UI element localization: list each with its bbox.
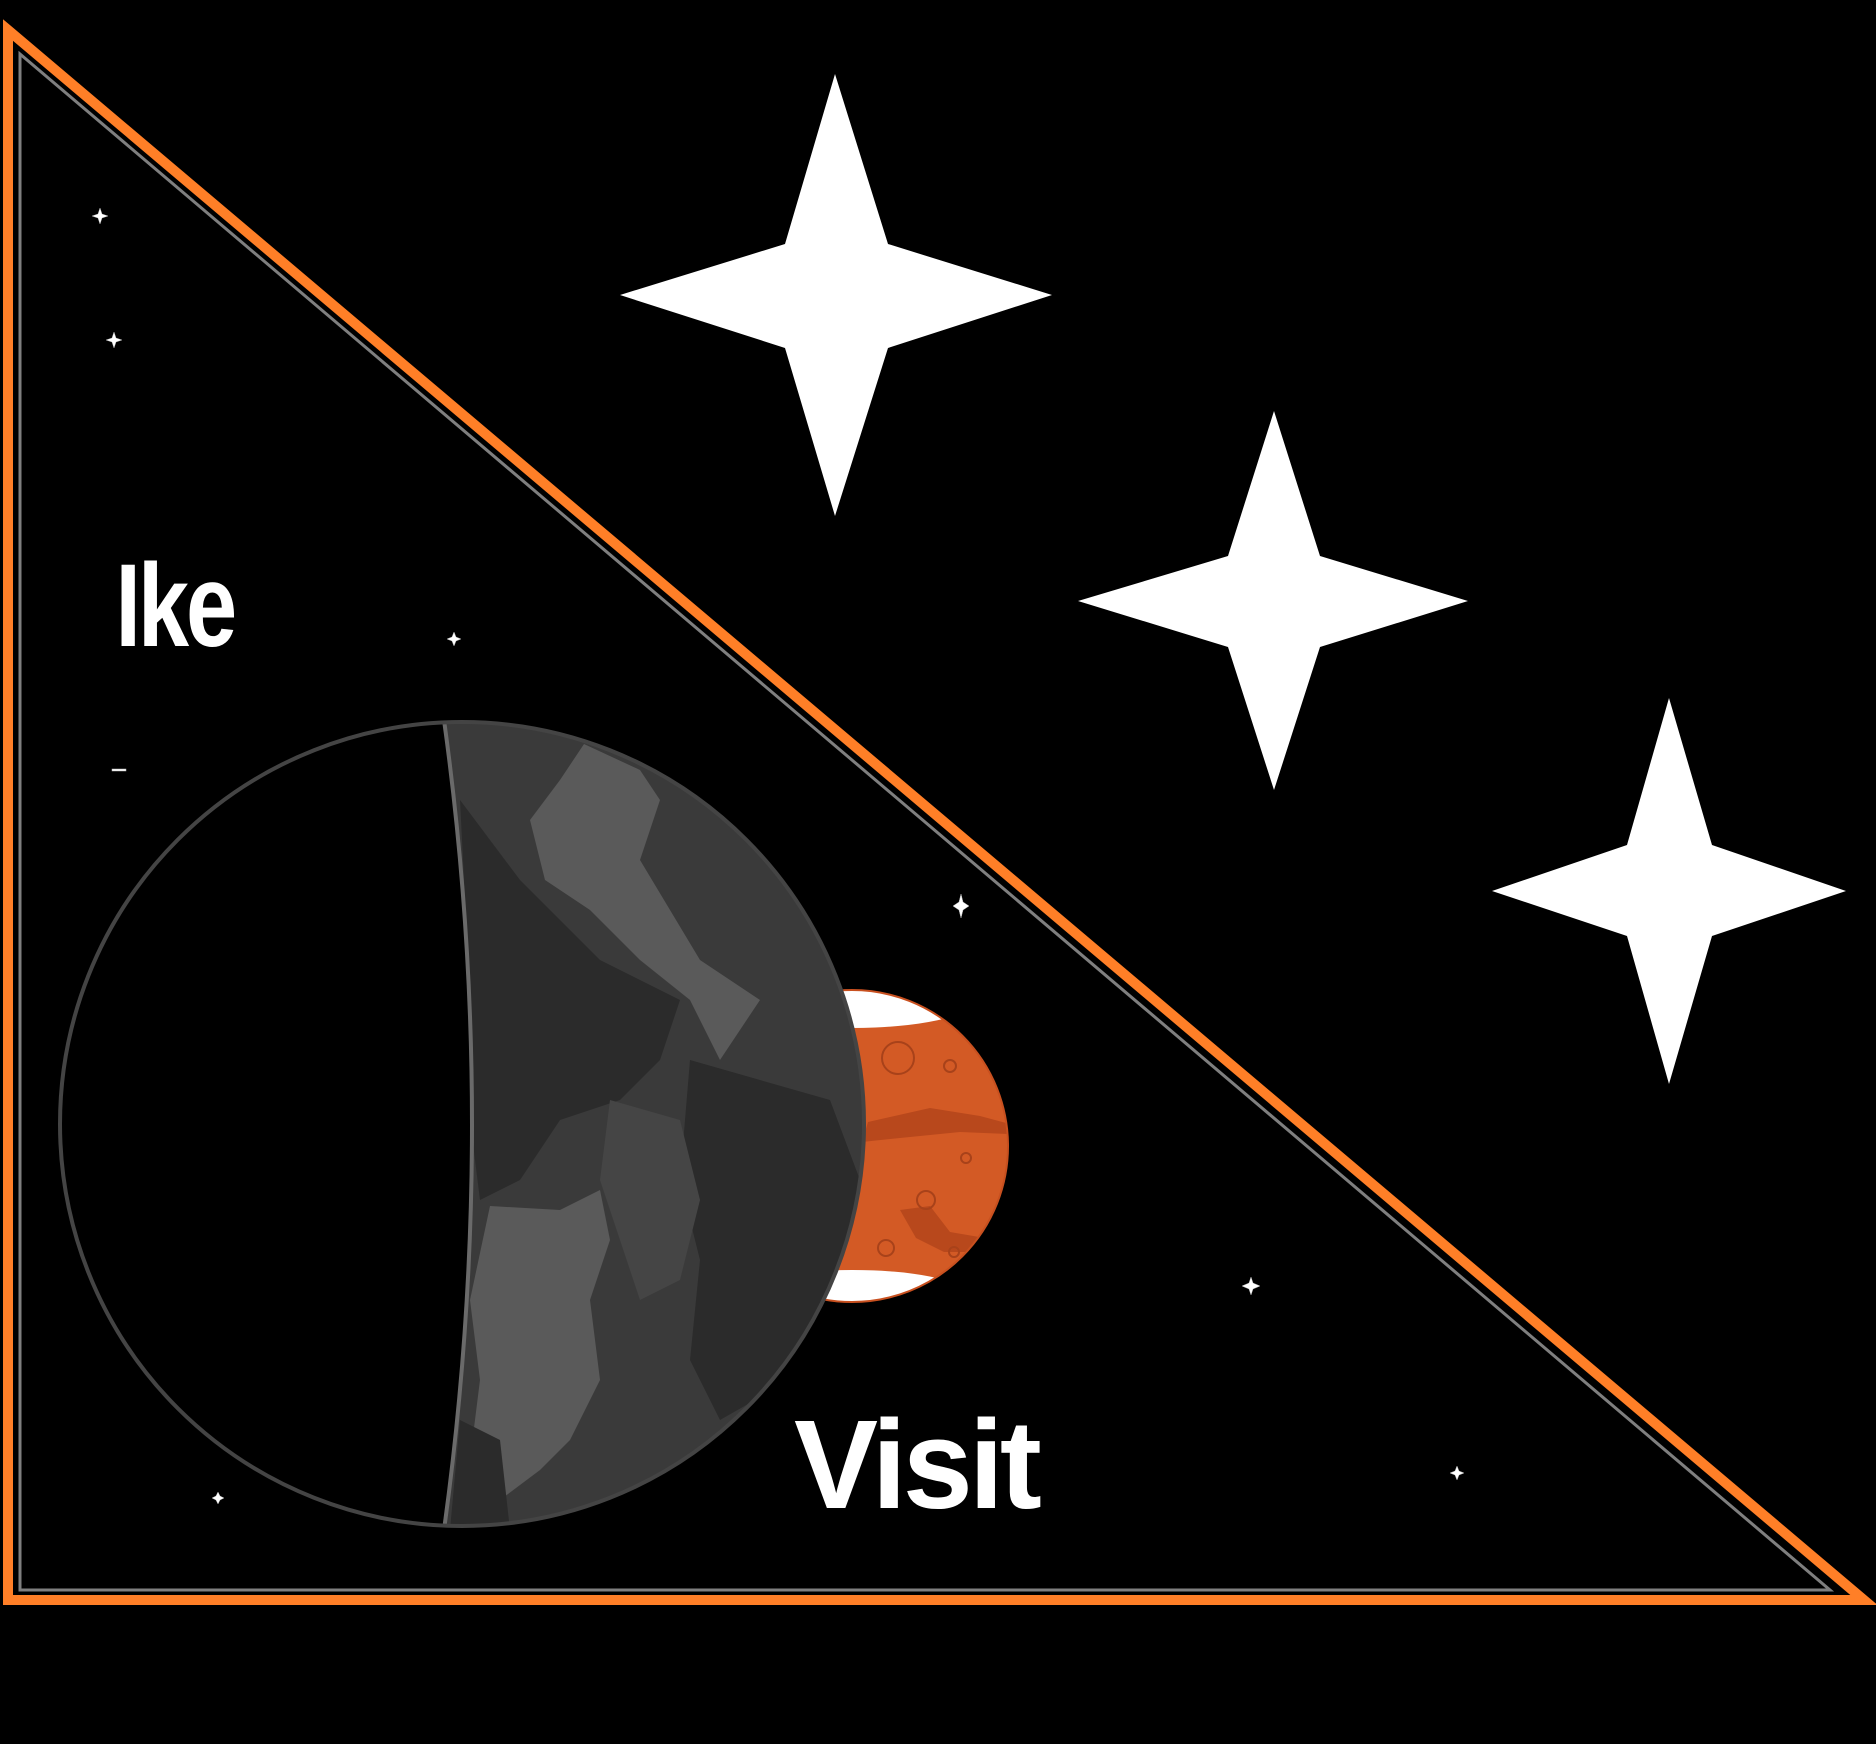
sparkle-icon	[105, 331, 123, 349]
sparkle-stars	[91, 207, 1465, 1505]
sparkle-icon	[1241, 1276, 1261, 1296]
sparkle-icon	[446, 631, 462, 647]
title-text: Ike	[115, 540, 234, 672]
four-point-star-icon	[1078, 411, 1468, 790]
sparkle-icon	[952, 893, 970, 919]
triangle-border-inner	[18, 50, 1835, 1592]
sparkle-icon	[91, 207, 109, 225]
big-stars	[620, 74, 1846, 1084]
four-point-star-icon	[1492, 698, 1846, 1084]
sparkle-icon	[211, 1491, 225, 1505]
four-point-star-icon	[620, 74, 1052, 516]
moon-ike-icon	[58, 720, 866, 1528]
bottom-text: Visit	[794, 1394, 1041, 1535]
sparkle-icon	[111, 768, 127, 772]
sparkle-icon	[1449, 1465, 1465, 1481]
